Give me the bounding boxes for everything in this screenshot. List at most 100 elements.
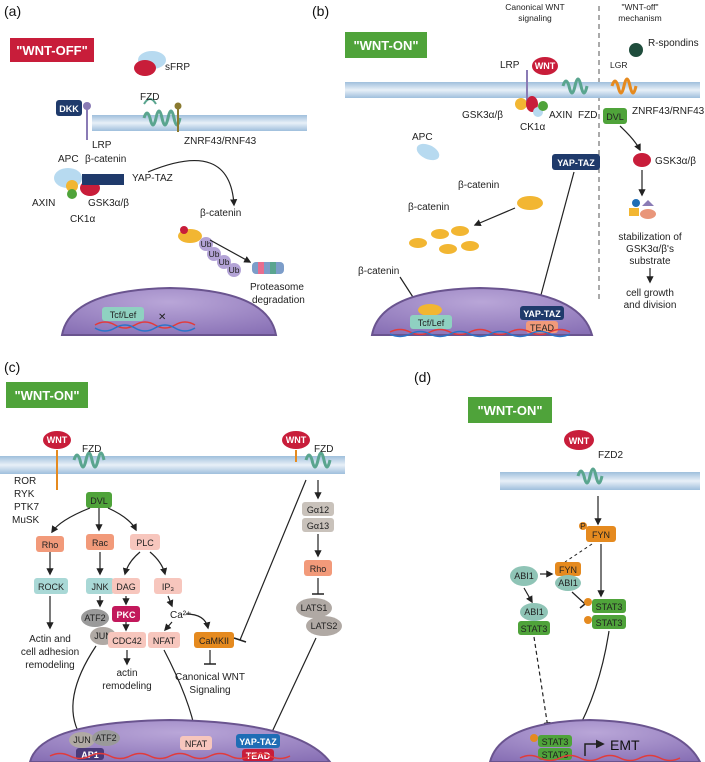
complex-b <box>515 96 548 117</box>
lats1-shape <box>296 598 332 618</box>
svg-text:Ub: Ub <box>219 257 230 267</box>
lats2-shape <box>306 616 342 636</box>
plc-box <box>130 534 160 550</box>
svg-text:FYN: FYN <box>559 565 577 575</box>
svg-text:signaling: signaling <box>518 13 552 23</box>
svg-text:CK1α: CK1α <box>520 122 545 133</box>
svg-text:IP₃: IP₃ <box>162 582 175 592</box>
svg-text:RYK: RYK <box>14 489 35 500</box>
svg-text:Ub: Ub <box>201 239 212 249</box>
svg-text:DVL: DVL <box>90 496 108 506</box>
apc-shape-b <box>416 143 440 161</box>
svg-text:FZD: FZD <box>140 92 159 103</box>
svg-text:β-catenin: β-catenin <box>458 180 499 191</box>
svg-text:(c): (c) <box>4 359 20 375</box>
svg-text:JNK: JNK <box>91 582 108 592</box>
svg-text:YAP-TAZ: YAP-TAZ <box>557 158 595 168</box>
panel-d: (d) "WNT-ON" WNT FZD2 P FYN ABI1 FYN ABI… <box>414 369 702 762</box>
svg-text:Signaling: Signaling <box>189 685 230 696</box>
svg-text:β-catenin: β-catenin <box>358 266 399 277</box>
svg-text:MuSK: MuSK <box>12 515 40 526</box>
fzd-receptor-a <box>142 98 182 127</box>
jnk-box <box>86 578 114 594</box>
svg-text:DAG: DAG <box>116 582 136 592</box>
label-emt: EMT <box>610 737 640 753</box>
svg-text:YAP-TAZ: YAP-TAZ <box>239 737 277 747</box>
svg-text:β-catenin: β-catenin <box>200 208 241 219</box>
svg-text:R-spondins: R-spondins <box>648 38 699 49</box>
svg-text:ROR: ROR <box>14 476 36 487</box>
rho-box-c <box>36 536 64 552</box>
fzd-receptor-c2 <box>304 451 332 469</box>
gsk-shape-b <box>633 153 651 167</box>
svg-text:ATF2: ATF2 <box>84 613 105 623</box>
svg-text:TEAD: TEAD <box>530 323 555 333</box>
state-tag-a <box>10 38 94 62</box>
svg-text:STAT3: STAT3 <box>542 737 569 747</box>
svg-text:degradation: degradation <box>252 295 305 306</box>
svg-text:(d): (d) <box>414 369 431 385</box>
svg-text:substrate: substrate <box>629 256 671 267</box>
atf2-shape-c <box>81 609 109 627</box>
svg-text:GSK3α/β: GSK3α/β <box>462 110 503 121</box>
yaptaz-nuclear-c <box>236 734 280 748</box>
svg-text:APC: APC <box>58 154 79 165</box>
tcf-box-b <box>410 315 452 329</box>
svg-text:Canonical WNT: Canonical WNT <box>175 672 245 683</box>
svg-text:and division: and division <box>624 300 677 311</box>
svg-text:DVL: DVL <box>606 112 624 122</box>
label-sfrp: sFRP <box>165 62 190 73</box>
stat3-nuclear-a <box>538 735 572 747</box>
stat3-box-c <box>592 615 626 629</box>
dna-a <box>94 321 196 329</box>
dag-box <box>112 578 140 594</box>
svg-text:GSK3α/β's: GSK3α/β's <box>626 244 674 255</box>
svg-text:Tcf/Lef: Tcf/Lef <box>418 318 445 328</box>
stat3-box-a <box>518 621 550 635</box>
dna-b <box>389 328 571 336</box>
fzd-receptor-b <box>561 77 589 95</box>
svg-text:LATS2: LATS2 <box>311 621 338 631</box>
svg-text:GSK3α/β: GSK3α/β <box>88 198 129 209</box>
dvl-box-b <box>603 108 627 124</box>
svg-text:PTK7: PTK7 <box>14 502 39 513</box>
dna-c <box>49 752 291 760</box>
svg-text:remodeling: remodeling <box>102 681 151 692</box>
svg-text:actin: actin <box>116 668 137 679</box>
svg-text:Canonical WNT: Canonical WNT <box>505 2 565 12</box>
svg-text:PKC: PKC <box>116 610 136 620</box>
svg-text:ROCK: ROCK <box>38 582 64 592</box>
bcat-pool-b <box>409 226 479 254</box>
svg-text:CaMKII: CaMKII <box>199 636 229 646</box>
svg-text:β-catenin: β-catenin <box>408 202 449 213</box>
svg-text:"WNT-ON": "WNT-ON" <box>477 403 542 418</box>
svg-text:JUN: JUN <box>73 735 91 745</box>
svg-text:ZNRF43/RNF43: ZNRF43/RNF43 <box>184 136 257 147</box>
wnt-ligand-d <box>564 430 594 450</box>
svg-text:CDC42: CDC42 <box>112 636 142 646</box>
nucleus-a <box>60 286 278 336</box>
svg-text:Ub: Ub <box>229 265 240 275</box>
svg-text:(b): (b) <box>312 3 329 19</box>
wnt-ligand-c2 <box>282 431 310 449</box>
svg-text:FZD: FZD <box>314 444 333 455</box>
destruction-complex <box>54 168 124 199</box>
svg-text:NFAT: NFAT <box>153 636 176 646</box>
cdc42-box <box>108 632 146 648</box>
membrane-c <box>0 456 345 474</box>
svg-text:STAT3: STAT3 <box>521 624 548 634</box>
ga13-box <box>302 518 334 532</box>
svg-text:Rac: Rac <box>92 538 109 548</box>
nucleus-d <box>488 718 702 762</box>
ap1-box <box>76 748 104 760</box>
panel-c: (c) "WNT-ON" WNT FZD ROR RYK PTK7 MuSK D… <box>0 359 345 762</box>
stat3-box-b <box>592 599 626 613</box>
svg-text:FZD: FZD <box>578 110 597 121</box>
state-tag-d <box>468 397 552 423</box>
svg-text:cell adhesion: cell adhesion <box>21 647 79 658</box>
svg-text:JUN: JUN <box>94 631 112 641</box>
svg-text:Actin and: Actin and <box>29 634 71 645</box>
dvl-box-c <box>86 492 112 508</box>
svg-text:"WNT-OFF": "WNT-OFF" <box>16 43 88 58</box>
